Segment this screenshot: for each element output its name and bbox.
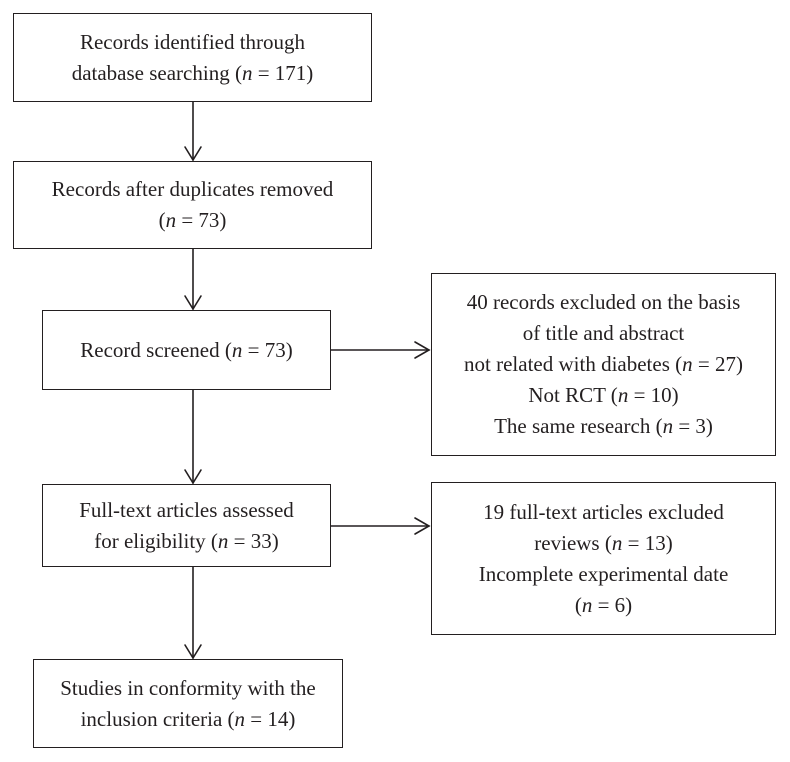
studies-included-box: Studies in conformity with the inclusion… — [33, 659, 343, 748]
excluded-not-diabetes-suffix: = 27) — [692, 352, 743, 376]
arrowhead-screened-to-excluded — [414, 341, 431, 359]
excluded-not-rct-n-label: n — [617, 383, 629, 407]
excluded-reviews-suffix: = 13) — [622, 530, 673, 555]
arrowhead-identified-to-duplicates — [184, 146, 202, 162]
studies-included-line2: inclusion criteria (n = 14) — [81, 704, 296, 735]
records-screened-n-label: n — [231, 337, 243, 362]
studies-included-n-label: n — [234, 706, 246, 731]
arrowhead-screened-to-fulltext — [184, 469, 202, 485]
excluded-incomplete-n-label: n — [581, 592, 593, 617]
excluded-not-rct-prefix: Not RCT ( — [528, 383, 618, 407]
excluded-fulltext-line4: (n = 6) — [575, 590, 632, 621]
fulltext-assessed-line2: for eligibility (n = 33) — [94, 526, 279, 557]
excluded-title-abstract-line2: of title and abstract — [522, 321, 685, 345]
records-identified-line2-prefix: database searching ( — [71, 60, 242, 85]
fulltext-assessed-box: Full-text articles assessed for eligibil… — [42, 484, 331, 567]
excluded-reviews-n-label: n — [611, 530, 623, 555]
arrowhead-duplicates-to-screened — [184, 295, 202, 311]
excluded-title-abstract-line1: 40 records excluded on the basis — [466, 290, 741, 314]
excluded-title-abstract-line3: not related with diabetes (n = 27) — [464, 349, 743, 380]
fulltext-assessed-line1: Full-text articles assessed — [79, 497, 294, 522]
arrowhead-fulltext-to-included — [184, 644, 202, 660]
records-screened-line1: Record screened (n = 73) — [80, 335, 292, 366]
fulltext-assessed-n-label: n — [217, 528, 229, 553]
records-identified-box: Records identified through database sear… — [13, 13, 372, 102]
fulltext-assessed-line2-suffix: = 33) — [228, 528, 279, 553]
duplicates-removed-n-label: n — [165, 208, 177, 232]
excluded-not-diabetes-n-label: n — [682, 352, 693, 376]
excluded-fulltext-line3: Incomplete experimental date — [478, 561, 729, 586]
arrowhead-fulltext-to-excluded — [414, 517, 431, 535]
excluded-not-rct-suffix: = 10) — [628, 383, 679, 407]
excluded-incomplete-prefix: ( — [574, 592, 582, 617]
excluded-reviews-prefix: reviews ( — [534, 530, 612, 555]
excluded-same-research-n-label: n — [662, 414, 674, 438]
records-screened-box: Record screened (n = 73) — [42, 310, 331, 390]
excluded-title-abstract-line5: The same research (n = 3) — [494, 411, 713, 442]
records-identified-n-label: n — [241, 60, 253, 85]
duplicates-removed-line2-suffix: = 73) — [176, 208, 227, 232]
records-identified-line2-suffix: = 171) — [252, 60, 314, 85]
excluded-not-diabetes-prefix: not related with diabetes ( — [464, 352, 683, 376]
fulltext-assessed-line2-prefix: for eligibility ( — [94, 528, 218, 553]
duplicates-removed-line2: (n = 73) — [159, 205, 227, 236]
excluded-incomplete-suffix: = 6) — [592, 592, 633, 617]
duplicates-removed-line1: Records after duplicates removed — [51, 177, 334, 201]
excluded-title-abstract-box: 40 records excluded on the basis of titl… — [431, 273, 776, 456]
studies-included-line2-prefix: inclusion criteria ( — [80, 706, 235, 731]
excluded-fulltext-box: 19 full-text articles excluded reviews (… — [431, 482, 776, 635]
excluded-fulltext-line2: reviews (n = 13) — [534, 528, 672, 559]
excluded-same-research-prefix: The same research ( — [494, 414, 663, 438]
excluded-same-research-suffix: = 3) — [673, 414, 713, 438]
duplicates-removed-box: Records after duplicates removed (n = 73… — [13, 161, 372, 249]
records-screened-line1-suffix: = 73) — [242, 337, 293, 362]
excluded-title-abstract-line4: Not RCT (n = 10) — [528, 380, 678, 411]
duplicates-removed-line2-prefix: ( — [158, 208, 166, 232]
records-screened-line1-prefix: Record screened ( — [80, 337, 232, 362]
studies-included-line1: Studies in conformity with the — [60, 675, 316, 700]
excluded-fulltext-line1: 19 full-text articles excluded — [483, 499, 724, 524]
records-identified-line2: database searching (n = 171) — [72, 58, 314, 89]
studies-included-line2-suffix: = 14) — [245, 706, 296, 731]
records-identified-line1: Records identified through — [79, 29, 306, 54]
